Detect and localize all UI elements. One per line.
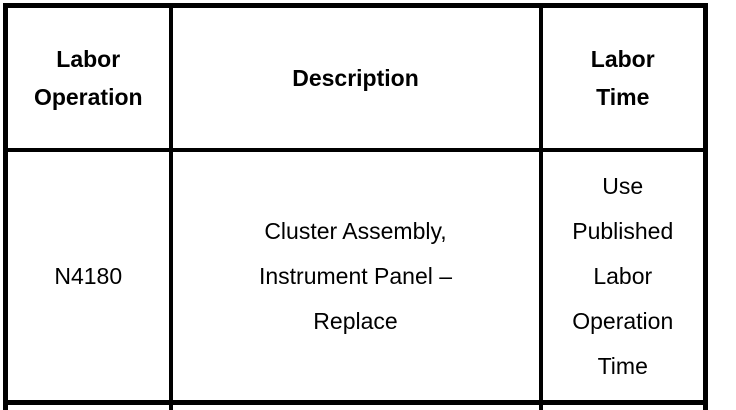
cell-labor-operation: N4180 (3, 148, 173, 405)
cell-cutoff (168, 400, 543, 410)
table-row: N4180 Cluster Assembly,Instrument Panel … (3, 148, 708, 405)
column-header-description: Description (168, 3, 543, 152)
cell-cutoff (3, 400, 173, 410)
cell-description: Cluster Assembly,Instrument Panel –Repla… (168, 148, 543, 405)
table-row-cutoff (3, 400, 708, 410)
cell-cutoff (538, 400, 708, 410)
